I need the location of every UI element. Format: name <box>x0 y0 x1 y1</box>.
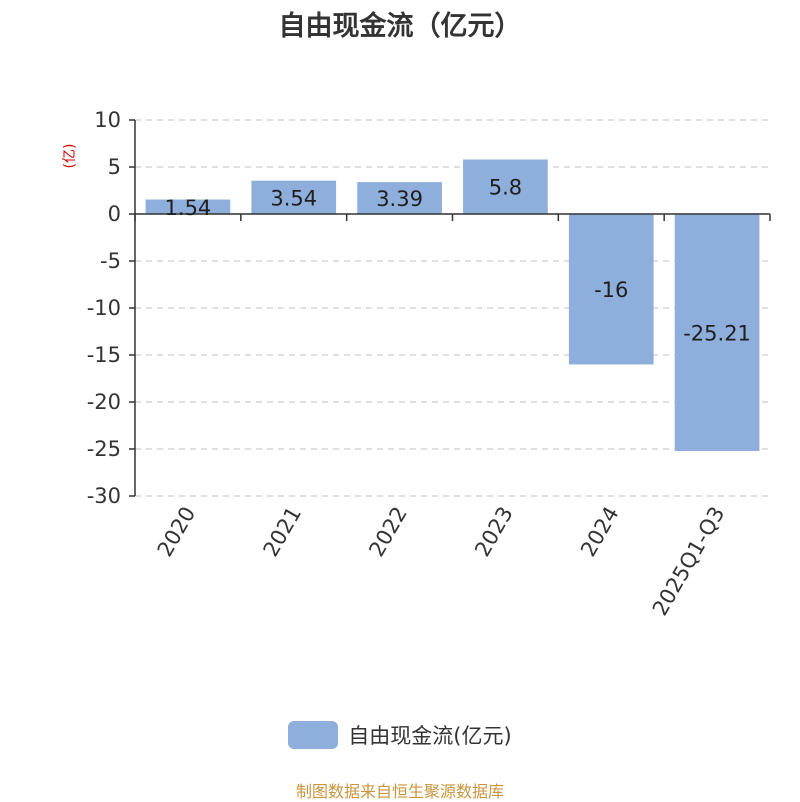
legend-swatch[interactable] <box>288 721 339 749</box>
bar-value-label: -25.21 <box>683 321 751 345</box>
bar-value-label: -16 <box>594 278 628 302</box>
bar-value-label: 3.54 <box>270 186 317 210</box>
bars <box>145 159 760 451</box>
bar <box>145 199 231 214</box>
y-tick-label: -10 <box>87 296 121 320</box>
axes <box>129 119 771 497</box>
x-tick-label: 2020 <box>153 503 201 561</box>
legend-label[interactable]: 自由现金流(亿元) <box>348 724 512 748</box>
bar <box>568 214 654 365</box>
bar <box>357 182 442 214</box>
x-tick-label: 2021 <box>259 503 307 561</box>
bar <box>674 214 760 451</box>
y-tick-label: -25 <box>87 437 121 461</box>
y-tick-label: -5 <box>100 249 121 273</box>
x-tick-label: 2023 <box>470 503 518 561</box>
bar <box>251 180 337 214</box>
data-source-note: 制图数据来自恒生聚源数据库 <box>295 782 504 801</box>
y-tick-label: -15 <box>87 343 121 367</box>
x-tick-label: 2022 <box>364 503 412 561</box>
y-tick-label: 5 <box>108 155 121 179</box>
x-tick-label: 2025Q1-Q3 <box>648 503 730 620</box>
y-tick-label: 10 <box>94 108 121 132</box>
legend[interactable]: 自由现金流(亿元) <box>0 720 800 750</box>
chart-title: 自由现金流（亿元） <box>278 11 522 42</box>
bar-value-label: 1.54 <box>165 196 212 220</box>
bar <box>463 159 548 214</box>
bar-value-label: 3.39 <box>376 187 423 211</box>
y-tick-label: -20 <box>87 390 121 414</box>
y-axis-unit-label: (亿) <box>62 144 78 169</box>
x-tick-label: 2024 <box>576 503 624 561</box>
bar-value-label: 5.8 <box>489 176 522 200</box>
y-tick-label: 0 <box>108 202 121 226</box>
y-tick-label: -30 <box>87 484 121 508</box>
